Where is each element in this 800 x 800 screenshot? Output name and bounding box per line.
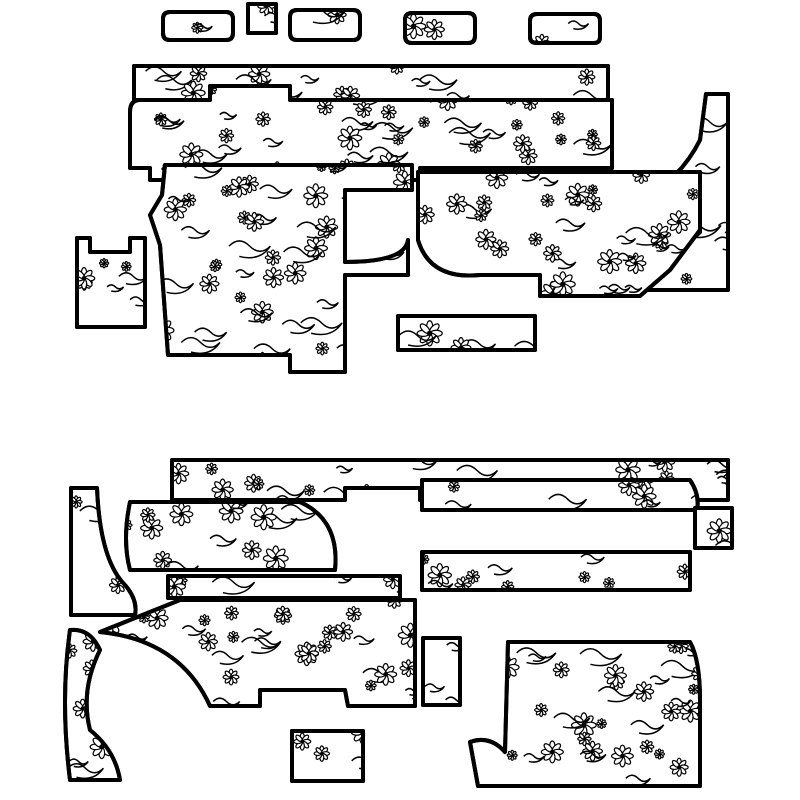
piece-bottom-tab <box>421 636 462 707</box>
piece-bottom-right <box>468 640 702 788</box>
piece-upper-body <box>128 84 614 182</box>
piece-bottom-curve <box>124 500 338 572</box>
piece-bottom-small <box>693 506 734 550</box>
piece-small-bar <box>396 314 537 352</box>
floral-pattern <box>77 258 145 307</box>
piece-tab-2 <box>246 2 278 35</box>
piece-bottom-grip <box>63 627 122 782</box>
piece-lower-right <box>416 170 702 298</box>
piece-bottom-rail-3 <box>420 550 692 592</box>
floral-pattern <box>418 172 700 296</box>
floral-pattern <box>398 320 535 350</box>
piece-tab-1 <box>161 10 235 42</box>
piece-bottom-pad <box>290 729 365 783</box>
floral-pattern <box>706 518 732 548</box>
floral-pattern <box>424 641 460 705</box>
floral-pattern <box>422 553 690 590</box>
piece-bottom-main <box>98 598 417 708</box>
piece-left-block <box>75 236 147 329</box>
floral-pattern <box>191 21 213 34</box>
piece-tab-3 <box>288 8 362 42</box>
piece-tab-4 <box>403 11 477 45</box>
floral-pattern <box>293 731 363 770</box>
piece-tab-5 <box>528 12 602 45</box>
piece-lower-left <box>148 163 414 374</box>
